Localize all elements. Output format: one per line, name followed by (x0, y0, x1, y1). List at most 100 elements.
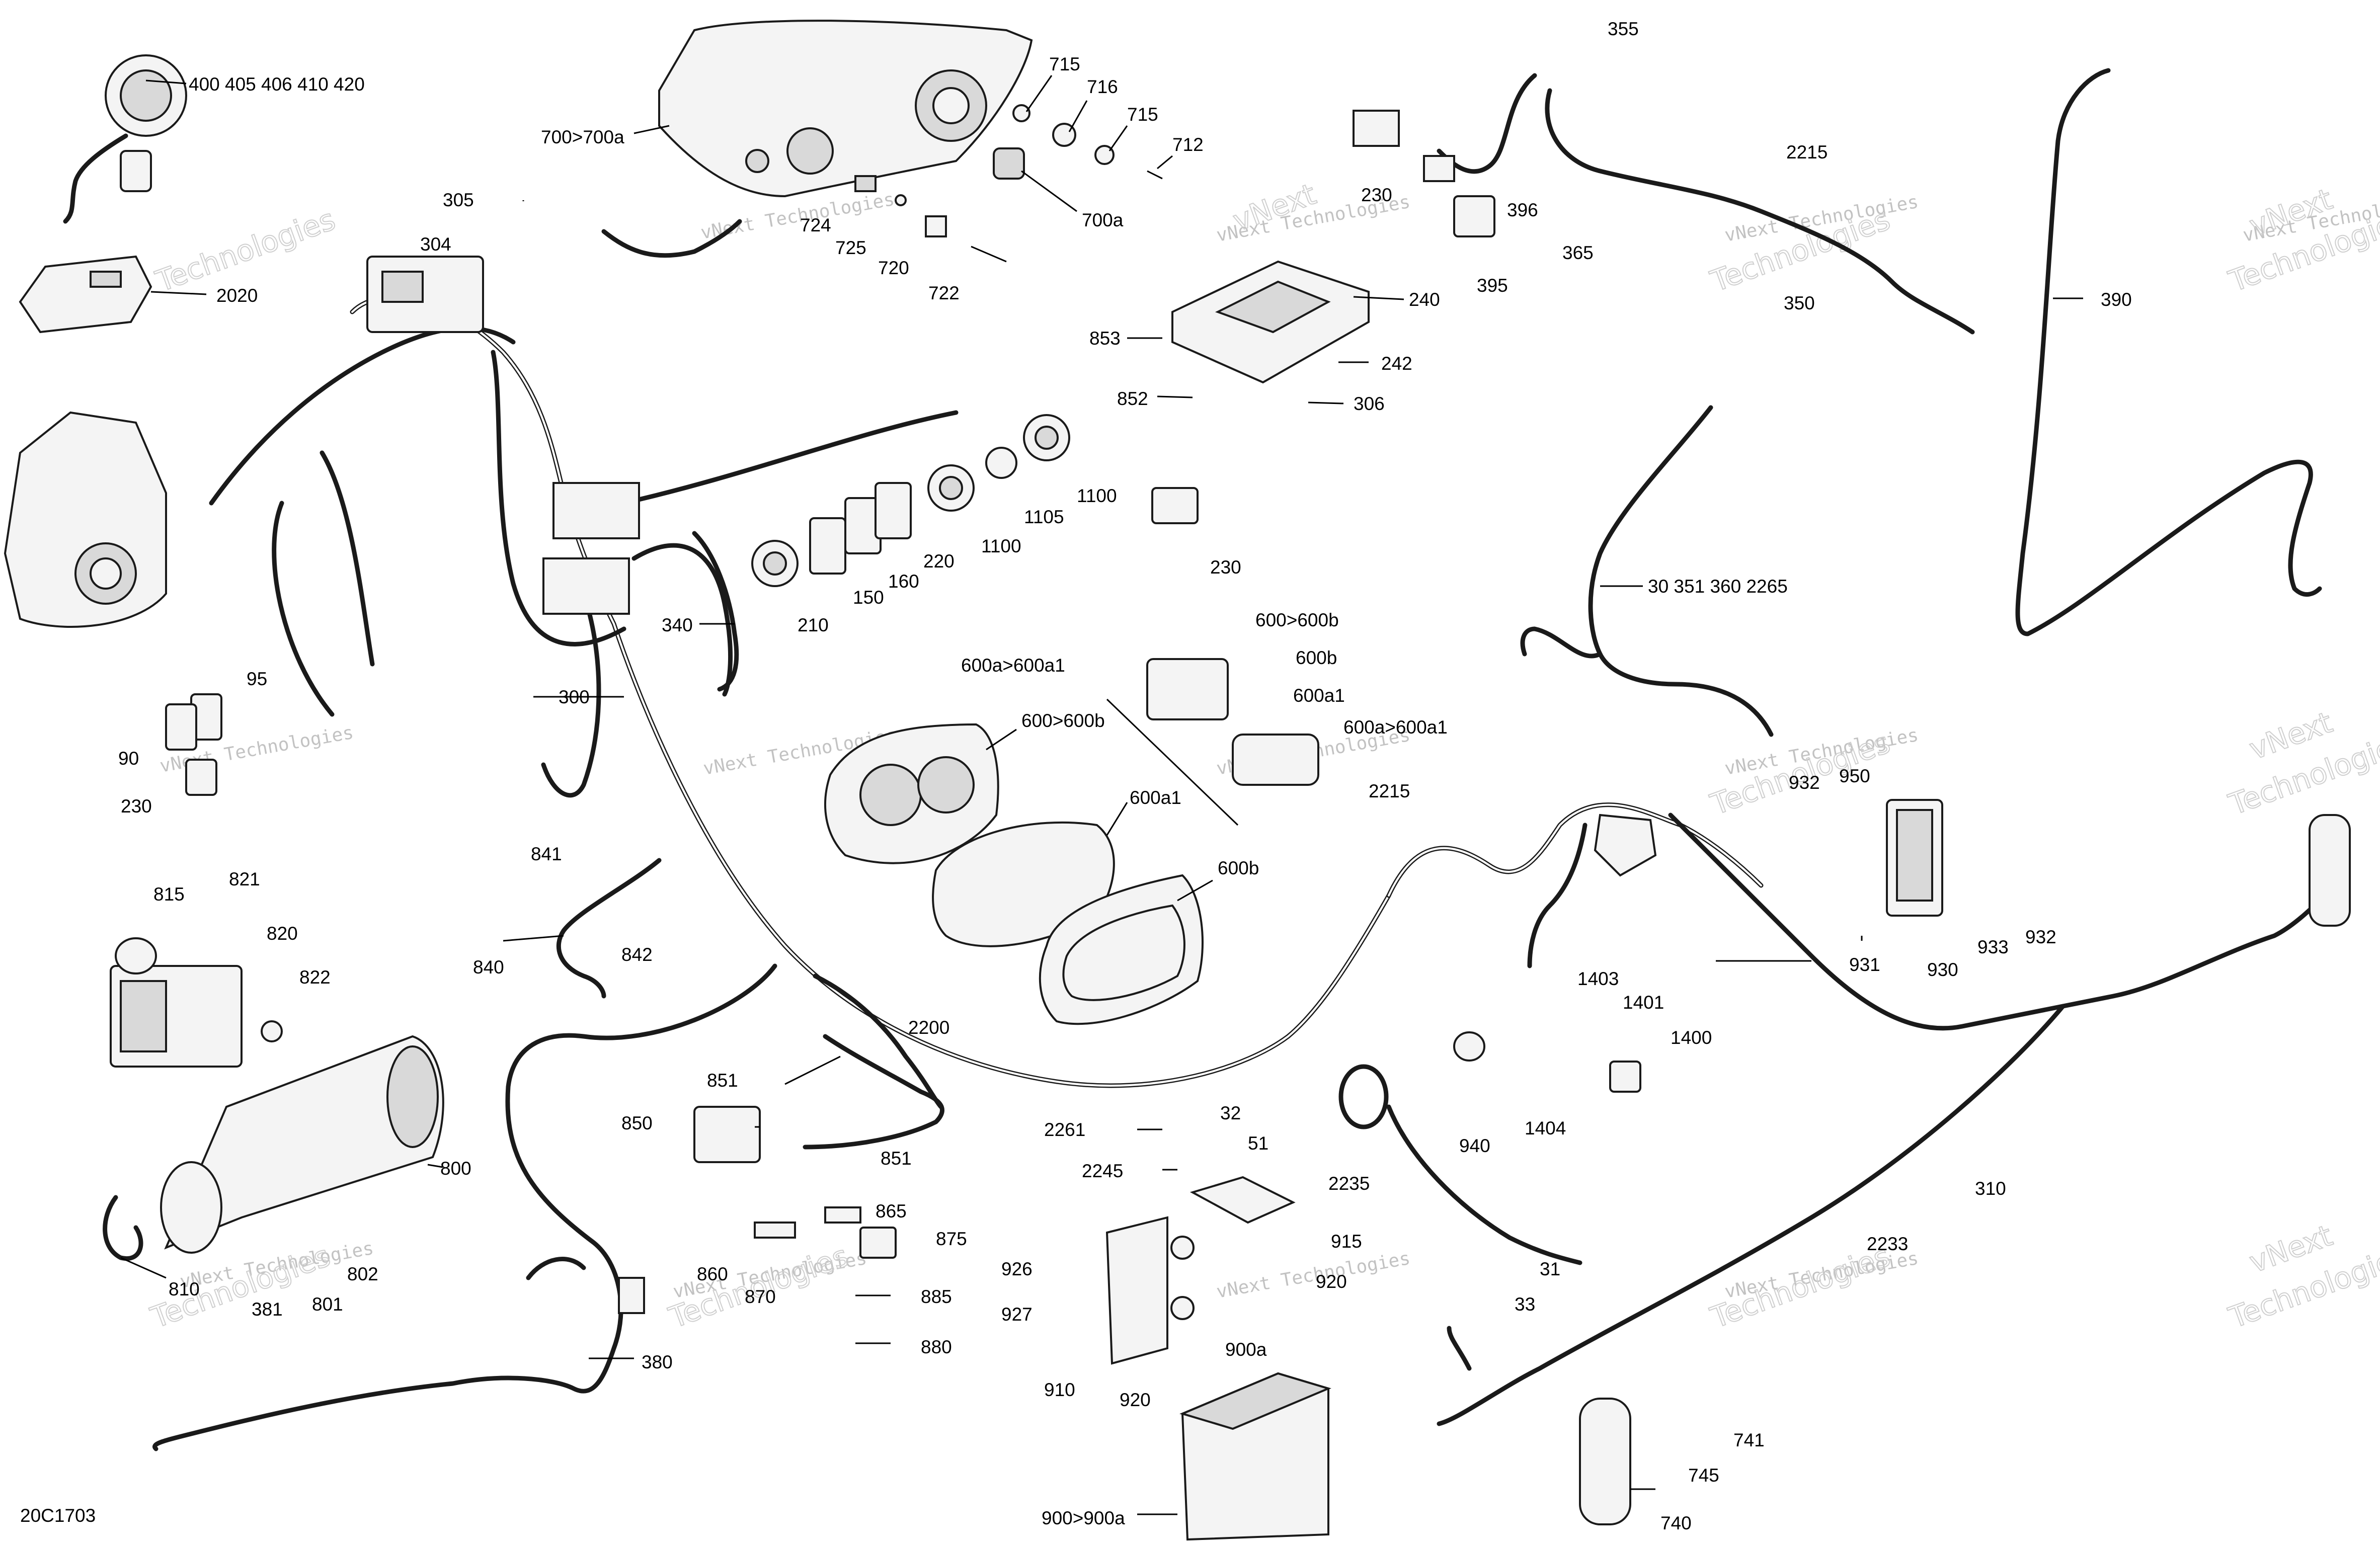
callout-2261: 2261 (1044, 1119, 1085, 1140)
bulb-700a (993, 147, 1025, 180)
callout-1100b: 1100 (981, 536, 1021, 556)
handle-381 (526, 1257, 586, 1280)
callout-2233: 2233 (1867, 1234, 1908, 1254)
callout-900-900a: 900>900a (1042, 1508, 1125, 1528)
callout-932a: 932 (1789, 772, 1820, 793)
callout-390: 390 (2101, 289, 2132, 310)
right-reflector (2309, 814, 2351, 927)
callout-230a: 230 (1361, 185, 1392, 205)
socket-210 (751, 540, 799, 587)
callout-931: 931 (1849, 954, 1880, 975)
leader-840 (503, 935, 564, 942)
callout-915: 915 (1331, 1231, 1362, 1252)
callout-724: 724 (800, 215, 831, 235)
relay-850 (693, 1106, 761, 1163)
callout-600a1: 600a1 (1293, 685, 1345, 706)
callout-841: 841 (531, 844, 562, 864)
callout-880: 880 (921, 1337, 952, 1357)
leader-716 (1068, 100, 1088, 132)
callout-230c: 230 (121, 796, 152, 817)
callout-926: 926 (1001, 1259, 1033, 1279)
callout-927: 927 (1001, 1304, 1033, 1325)
bumper-920a (1170, 1296, 1195, 1320)
bracket-pentagon (1594, 813, 1657, 877)
left-headlight (4, 411, 167, 628)
callout-600-600b-a: 600>600b (1255, 610, 1339, 630)
winch-control-820 (110, 965, 243, 1068)
callout-910: 910 (1044, 1379, 1075, 1400)
winch-800 (160, 1035, 444, 1254)
callout-851a: 851 (707, 1070, 738, 1091)
screw-725 (895, 194, 907, 206)
callout-395: 395 (1477, 275, 1508, 296)
relay-cluster (542, 482, 640, 615)
leader-800 (427, 1164, 443, 1168)
callout-930: 930 (1927, 959, 1958, 980)
harness-380 (152, 963, 944, 1451)
callout-1403: 1403 (1577, 968, 1619, 989)
callout-1400: 1400 (1671, 1027, 1712, 1048)
callout-870: 870 (745, 1286, 776, 1307)
cap-1105 (985, 447, 1017, 479)
callout-31: 31 (1540, 1259, 1560, 1279)
callout-600b: 600b (1296, 647, 1337, 668)
switch-90 (165, 703, 197, 751)
leader-712 (1157, 155, 1173, 170)
bracket-860 (754, 1222, 796, 1239)
hook-810 (103, 1195, 143, 1261)
callout-852: 852 (1117, 388, 1148, 409)
callout-310: 310 (1975, 1178, 2006, 1199)
frame-600b (1039, 874, 1204, 1025)
leader-2020 (150, 291, 207, 295)
callout-820: 820 (267, 923, 298, 944)
leader-700 (633, 125, 670, 134)
callout-842: 842 (621, 944, 653, 965)
leader-700a (1021, 170, 1077, 212)
callout-700-700a: 700>700a (541, 127, 624, 147)
callout-800: 800 (440, 1158, 471, 1179)
relay-395 (1453, 195, 1495, 237)
relay-875 (859, 1227, 897, 1259)
callout-2215a: 2215 (1786, 142, 1828, 162)
socket-1100b (927, 464, 975, 512)
harness-840 (556, 858, 662, 999)
callout-labels: 400 405 406 410 420 700>700a 715 716 715… (118, 19, 2132, 1533)
callout-242: 242 (1381, 353, 1412, 374)
callout-240: 240 (1409, 289, 1440, 310)
callout-885: 885 (921, 1286, 952, 1307)
callout-1105: 1105 (1024, 507, 1064, 527)
callout-2245: 2245 (1082, 1161, 1123, 1181)
leader-lines (120, 75, 2083, 1515)
callout-32: 32 (1220, 1103, 1241, 1123)
callout-30: 30 351 360 2265 (1648, 576, 1788, 597)
leader-852 (1157, 395, 1193, 398)
gauge-cluster-600 (824, 723, 999, 864)
callout-365: 365 (1562, 242, 1594, 263)
leader-810 (120, 1257, 167, 1279)
callout-853: 853 (1089, 328, 1121, 349)
callout-715b: 715 (1127, 104, 1158, 125)
callout-950: 950 (1839, 766, 1870, 786)
washer-715a (1012, 104, 1030, 122)
fuse-box (366, 256, 484, 333)
leader-600-600b (986, 728, 1017, 751)
nut-716 (1052, 123, 1076, 147)
clip-720 (925, 215, 947, 237)
leader-306 (1308, 401, 1344, 404)
leader-240 (1353, 296, 1404, 300)
wire-harnesses (152, 68, 2327, 1451)
callout-160: 160 (888, 571, 919, 592)
harness-30 (1520, 405, 1774, 737)
switch-220 (875, 482, 912, 539)
callout-400: 400 405 406 410 420 (189, 74, 365, 95)
leader-divider (1106, 698, 1239, 826)
callout-900a: 900a (1225, 1339, 1267, 1360)
callout-840: 840 (473, 957, 504, 978)
callout-741: 741 (1733, 1430, 1765, 1450)
gauge-600b-small (1146, 658, 1229, 720)
callout-865: 865 (876, 1201, 907, 1222)
callout-230b: 230 (1210, 557, 1241, 578)
callout-380: 380 (642, 1352, 673, 1372)
callout-920b: 920 (1316, 1271, 1347, 1292)
bumper-920b (1170, 1236, 1195, 1260)
